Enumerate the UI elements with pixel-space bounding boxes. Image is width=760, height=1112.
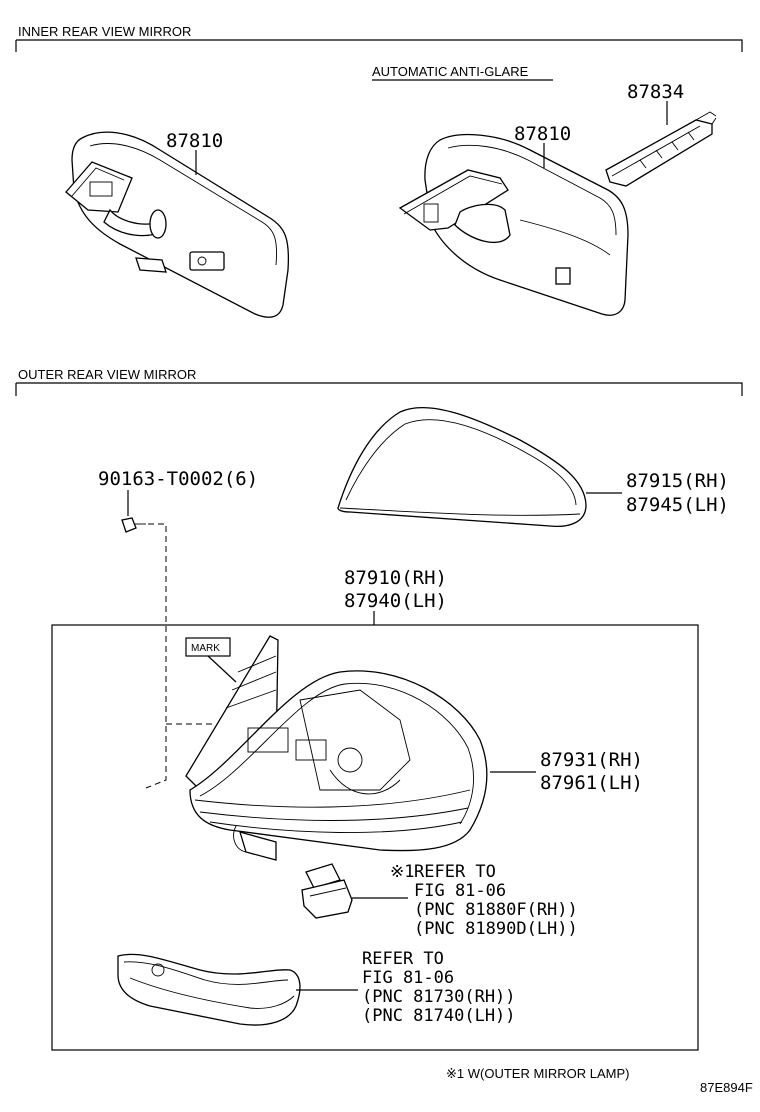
body-rh-part-number: 87931(RH): [540, 749, 643, 771]
inner-mirror-sensor: [605, 111, 717, 187]
lamp-ref-line4: (PNC 81890D(LH)): [414, 919, 578, 939]
outer-mirror-body: [185, 635, 488, 861]
signal-ref-line4: (PNC 81740(LH)): [362, 1006, 516, 1026]
inner-mirror-standard: [65, 131, 290, 318]
auto-anti-glare-label: AUTOMATIC ANTI-GLARE: [372, 64, 529, 79]
lamp-ref-line1: REFER TO: [414, 862, 496, 882]
turn-signal-lamp: [117, 953, 301, 1026]
inner-section-title: INNER REAR VIEW MIRROR: [18, 24, 191, 39]
lamp-ref-line2: FIG 81-06: [414, 881, 506, 901]
assembly-lh-part-number: 87940(LH): [344, 590, 447, 612]
mark-label: MARK: [191, 643, 220, 654]
outer-section-title: OUTER REAR VIEW MIRROR: [18, 367, 196, 382]
signal-ref-line2: FIG 81-06: [362, 968, 454, 988]
screw-part-number: 90163-T0002(6): [98, 468, 258, 490]
outer-mirror-cover: [337, 407, 587, 528]
footnote: ※1 W(OUTER MIRROR LAMP): [446, 1066, 630, 1081]
cover-rh-part-number: 87915(RH): [626, 470, 729, 492]
inner-mirror-auto-anti-glare: [398, 133, 629, 316]
lamp-ref-mark: ※1: [390, 862, 414, 882]
figure-code: 87E894F: [700, 1080, 753, 1095]
outer-section-bracket: [15, 382, 743, 396]
lamp-ref-line3: (PNC 81880F(RH)): [414, 900, 578, 920]
assembly-frame: [51, 624, 699, 1051]
auto-mirror-part-number: 87810: [514, 123, 571, 145]
body-lh-part-number: 87961(LH): [540, 772, 643, 794]
screw-install-dashed-line: [145, 523, 167, 789]
mirror-lamp-socket: [301, 863, 353, 919]
assembly-rh-part-number: 87910(RH): [344, 567, 447, 589]
inner-section-bracket: [15, 39, 743, 52]
cover-lh-part-number: 87945(LH): [626, 494, 729, 516]
screw-icon: [121, 517, 146, 533]
inner-mirror-part-number: 87810: [166, 130, 223, 152]
signal-ref-line1: REFER TO: [362, 949, 444, 969]
sensor-part-number: 87834: [627, 81, 684, 103]
leader-mark: [207, 655, 237, 683]
signal-ref-line3: (PNC 81730(RH)): [362, 987, 516, 1007]
